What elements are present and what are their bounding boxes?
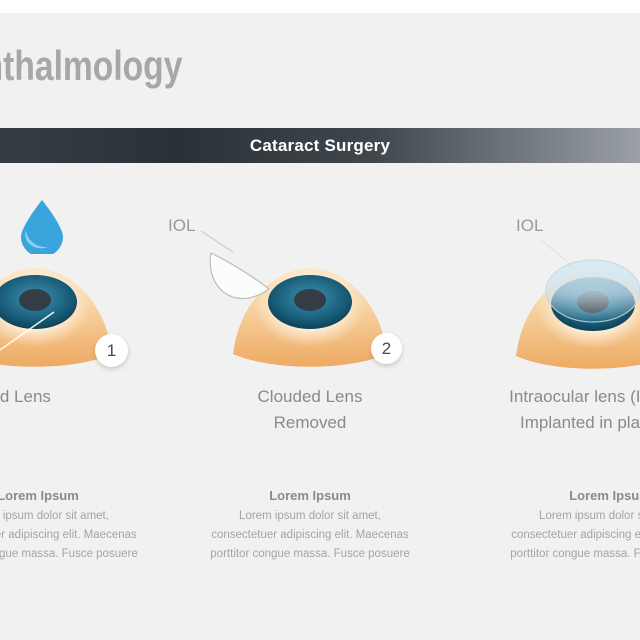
info-text-line: Lorem ipsum dolor sit amet,	[0, 510, 109, 522]
info-text-line: consectetuer adipiscing elit. Maecenas	[511, 529, 640, 541]
caption-step1: Clouded Lens	[0, 384, 51, 410]
step-number: 2	[381, 338, 392, 358]
eye-illustration-step2	[233, 267, 387, 367]
iol-pointer-line-step2	[200, 230, 234, 253]
info-text-line: porttitor congue massa. Fusce posuere	[510, 548, 640, 560]
iol-label-step3: IOL	[516, 216, 544, 235]
caption-line: Removed	[273, 413, 347, 432]
info-text-line: Lorem ipsum dolor sit amet,	[539, 510, 640, 522]
info-block-3: Lorem Ipsum Lorem ipsum dolor sit amet, …	[430, 488, 640, 564]
section-banner: Cataract Surgery	[0, 128, 640, 163]
eye-illustration-step3	[516, 269, 640, 369]
info-block-1: Lorem Ipsum Lorem ipsum dolor sit amet, …	[0, 488, 218, 564]
step-badge-1: 1	[95, 334, 128, 367]
iol-label-step2: IOL	[168, 216, 196, 235]
caption-line: Clouded Lens	[0, 387, 51, 406]
banner-title: Cataract Surgery	[249, 135, 391, 155]
caption-line: Implanted in place	[520, 413, 640, 432]
info-heading: Lorem Ipsum	[0, 488, 79, 503]
info-heading: Lorem Ipsum	[269, 488, 351, 503]
step-badge-2: 2	[371, 333, 402, 364]
info-text-line: consectetuer adipiscing elit. Maecenas	[211, 529, 409, 541]
info-text-line: porttitor congue massa. Fusce posuere	[0, 548, 138, 560]
caption-line: Intraocular lens (IOL)	[509, 387, 640, 406]
page-title: Ophthalmology	[0, 42, 183, 89]
info-block-2: Lorem Ipsum Lorem ipsum dolor sit amet, …	[130, 488, 490, 564]
top-white-strip	[0, 0, 640, 13]
water-drop-icon	[21, 200, 63, 254]
info-heading: Lorem Ipsum	[569, 488, 640, 503]
caption-step3: Intraocular lens (IOL) Implanted in plac…	[389, 384, 640, 436]
info-text-line: consectetuer adipiscing elit. Maecenas	[0, 529, 137, 541]
caption-step2: Clouded Lens Removed	[130, 384, 490, 436]
caption-line: Clouded Lens	[257, 387, 363, 406]
info-text-line: porttitor congue massa. Fusce posuere	[210, 548, 410, 560]
info-text-line: Lorem ipsum dolor sit amet,	[239, 510, 381, 522]
step-number: 1	[106, 340, 117, 360]
